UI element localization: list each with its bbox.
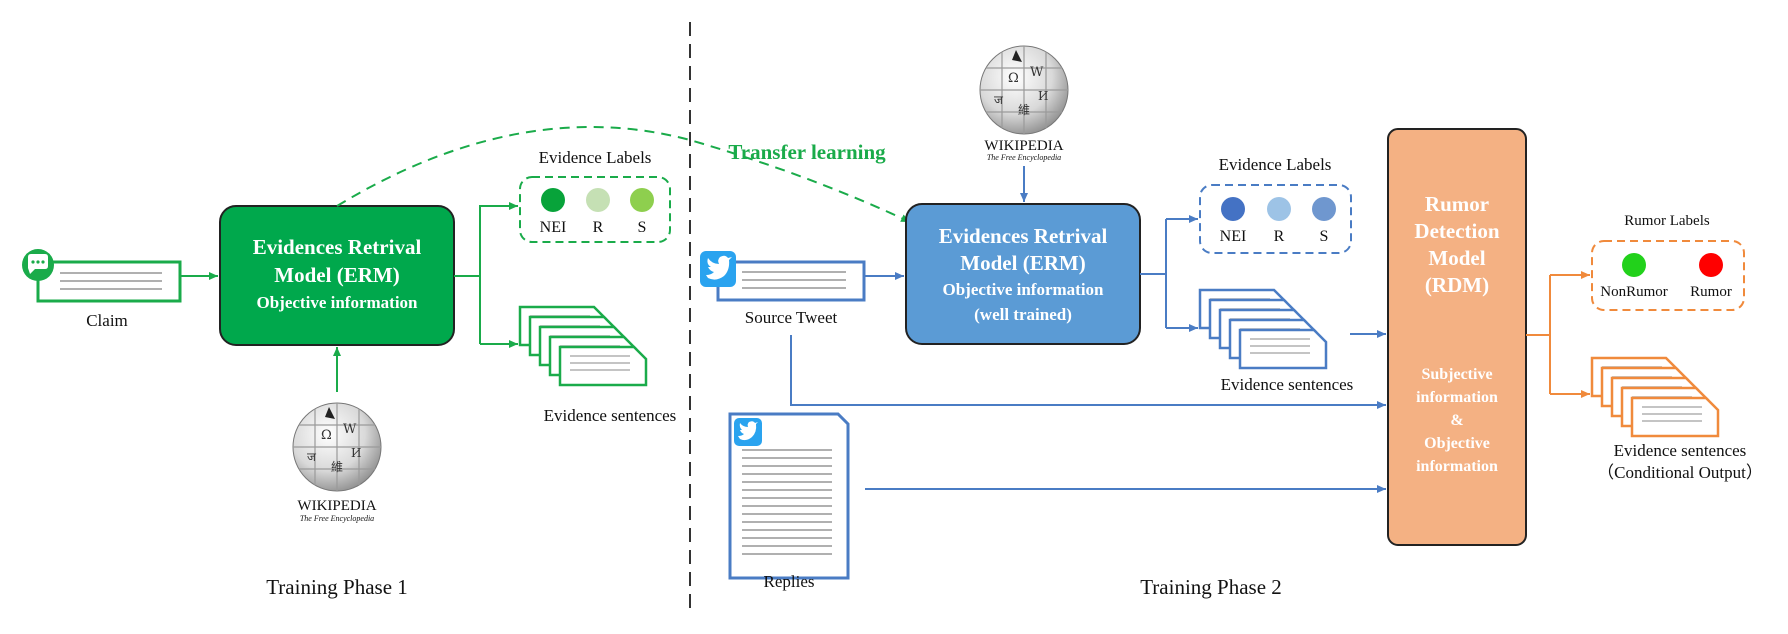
- rdm-sub3: &: [1450, 412, 1463, 429]
- label-dot-nonrumor: [1622, 253, 1646, 277]
- rdm-line4: (RDM): [1425, 273, 1489, 297]
- rdm-sub1: Subjective: [1421, 366, 1492, 383]
- erm2-line3: Objective information: [943, 280, 1105, 299]
- evidence-document: [558, 345, 648, 387]
- twitter-icon-replies: [734, 418, 762, 446]
- label-s-1: S: [638, 219, 647, 236]
- message-icon: [22, 249, 54, 281]
- erm2-line2: Model (ERM): [960, 251, 1085, 275]
- label-dot-nei-2: [1221, 197, 1245, 221]
- evidence-document: [1630, 396, 1720, 438]
- evidence-labels-title-1: Evidence Labels: [539, 148, 652, 167]
- erm2-line1: Evidences Retrival: [939, 224, 1108, 248]
- erm1-line3: Objective information: [257, 293, 419, 312]
- evidence-sentences-stack-output: [1590, 356, 1720, 438]
- wikipedia-logo-phase2: WIKIPEDIA The Free Encyclopedia: [979, 45, 1069, 162]
- rdm-sub2: information: [1416, 389, 1498, 406]
- phase1-title: Training Phase 1: [266, 575, 408, 599]
- rdm-sub4: Objective: [1424, 435, 1490, 452]
- rdm-sub5: information: [1416, 458, 1498, 475]
- replies-label: Replies: [764, 572, 815, 591]
- erm1-line2: Model (ERM): [274, 263, 399, 287]
- tweet-to-rdm-line: [790, 335, 1386, 409]
- evidence-sentences-label-1: Evidence sentences: [544, 406, 677, 425]
- label-r-1: R: [593, 219, 604, 236]
- phase2-title: Training Phase 2: [1140, 575, 1282, 599]
- label-nei-2: NEI: [1220, 228, 1247, 245]
- evidence-sentences-stack-2: [1198, 288, 1328, 370]
- replies-document: [728, 412, 850, 580]
- wikipedia-tagline-2: The Free Encyclopedia: [987, 153, 1061, 162]
- wikipedia-logo-phase1: WIKIPEDIA The Free Encyclopedia: [292, 402, 382, 523]
- erm2-line4: (well trained): [974, 305, 1072, 324]
- evidence-sentences-label-2: Evidence sentences: [1221, 375, 1354, 394]
- wikipedia-wordmark-2: WIKIPEDIA: [984, 138, 1063, 154]
- label-dot-r-1: [586, 188, 610, 212]
- label-nonrumor: NonRumor: [1600, 284, 1668, 300]
- label-dot-s-1: [630, 188, 654, 212]
- wikipedia-tagline-1: The Free Encyclopedia: [300, 514, 374, 523]
- claim-label: Claim: [86, 311, 128, 330]
- erm1-line1: Evidences Retrival: [253, 235, 422, 259]
- evidence-labels-title-2: Evidence Labels: [1219, 155, 1332, 174]
- erm2-branch: [1140, 219, 1167, 328]
- erm1-branch: [454, 205, 514, 344]
- label-s-2: S: [1320, 228, 1329, 245]
- claim-input: [22, 249, 182, 303]
- rdm-box: [1387, 128, 1527, 546]
- evidence-sentences-stack-1: [518, 305, 648, 387]
- label-rumor: Rumor: [1690, 284, 1732, 300]
- source-tweet-input: [700, 251, 866, 302]
- label-dot-s-2: [1312, 197, 1336, 221]
- wikipedia-wordmark-1: WIKIPEDIA: [297, 498, 376, 514]
- label-dot-nei-1: [541, 188, 565, 212]
- output-evidence-line1: Evidence sentences: [1614, 441, 1747, 460]
- rdm-branch: [1526, 275, 1551, 394]
- label-nei-1: NEI: [540, 219, 567, 236]
- rdm-line3: Model: [1428, 246, 1485, 270]
- label-r-2: R: [1274, 228, 1285, 245]
- output-evidence-line2: （Conditional Output）: [1597, 463, 1763, 482]
- source-tweet-label: Source Tweet: [745, 308, 838, 327]
- transfer-learning-label: Transfer learning: [728, 140, 886, 164]
- label-dot-rumor: [1699, 253, 1723, 277]
- rdm-line2: Detection: [1414, 219, 1499, 243]
- label-dot-r-2: [1267, 197, 1291, 221]
- rumor-labels-title: Rumor Labels: [1624, 213, 1710, 229]
- rdm-line1: Rumor: [1425, 192, 1489, 216]
- twitter-icon: [700, 251, 736, 287]
- evidence-document: [1238, 328, 1328, 370]
